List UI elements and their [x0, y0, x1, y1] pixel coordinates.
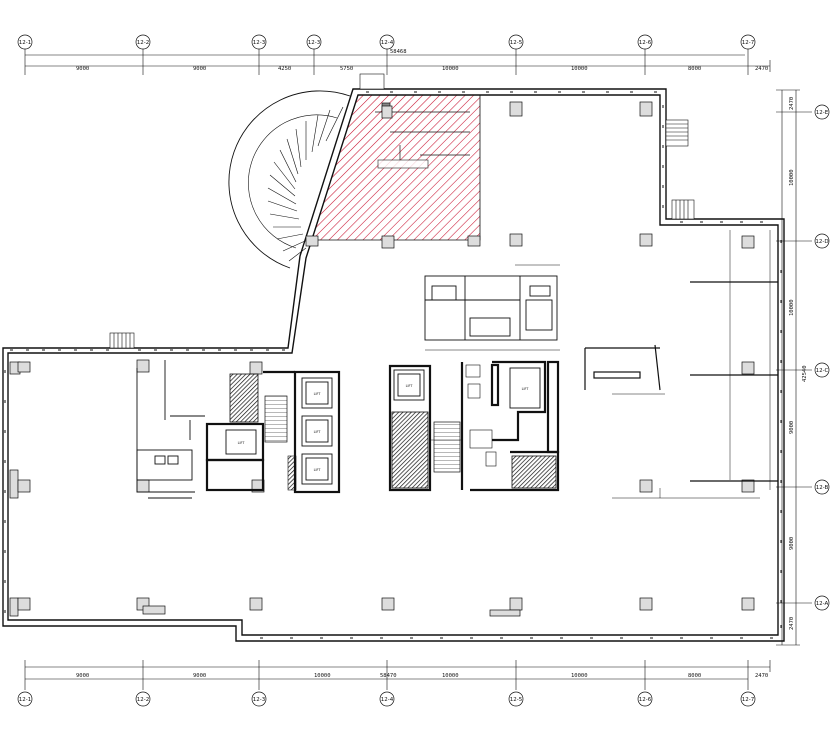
top-dim-4: 5750 — [340, 66, 353, 72]
bottom-axis-bubbles — [17, 691, 756, 707]
top-dim-5: 10000 — [442, 66, 459, 72]
central-core-walls — [388, 360, 560, 492]
bottom-dim-1: 9000 — [76, 673, 89, 679]
central-shaft-hatch-1 — [391, 411, 429, 489]
right-axis-labels: 12-E 12-D 12-C 12-B 12-A — [815, 110, 828, 607]
left-stair — [264, 395, 288, 443]
right-dimension-chain — [776, 89, 812, 646]
right-dim-3: 10000 — [789, 299, 795, 316]
window-ticks — [4, 91, 782, 639]
axis-top-5: 12-5 — [510, 40, 523, 46]
axis-top-1: 12-1 — [19, 40, 31, 46]
bottom-dim-3: 10000 — [314, 673, 331, 679]
exterior-steps — [109, 73, 695, 349]
central-lift-labels: LIFT LIFT — [406, 384, 530, 391]
axis-bottom-5: 12-5 — [510, 697, 523, 703]
bottom-dimension-chain — [24, 660, 771, 690]
bottom-dim-5: 10000 — [571, 673, 588, 679]
axis-bottom-6: 12-6 — [639, 697, 652, 703]
right-dim-2: 10000 — [789, 169, 795, 186]
curved-stair — [228, 90, 351, 269]
upper-middle-rooms — [424, 264, 560, 351]
bottom-dim-4: 10000 — [442, 673, 459, 679]
axis-right-a: 12-A — [816, 601, 829, 607]
axis-top-4: 12-4 — [381, 40, 394, 46]
top-axis-bubbles — [17, 34, 756, 50]
axis-right-d: 12-D — [815, 239, 828, 245]
right-dim-5: 9000 — [789, 537, 795, 550]
top-dim-8: 2470 — [755, 66, 768, 72]
outer-walls — [2, 88, 785, 642]
right-dimension-texts: 2470 10000 10000 42540 9000 9000 2470 — [789, 97, 808, 630]
lift-label-6: LIFT — [522, 387, 530, 391]
axis-bottom-4: 12-4 — [381, 697, 394, 703]
axis-top-3b: 12-3 — [308, 40, 321, 46]
lift-label-2: LIFT — [314, 430, 322, 434]
right-dim-6: 2470 — [789, 617, 795, 630]
central-shaft-hatch-2 — [511, 455, 557, 489]
top-dim-3: 4250 — [278, 66, 291, 72]
axis-right-e: 12-E — [816, 110, 829, 116]
axis-bottom-7: 12-7 — [742, 697, 755, 703]
axis-top-2: 12-2 — [137, 40, 149, 46]
right-axis-bubbles — [814, 104, 830, 611]
axis-top-7: 12-7 — [742, 40, 755, 46]
lift-label-5: LIFT — [406, 384, 414, 388]
total-dim-right: 42540 — [802, 365, 808, 382]
axis-top-6: 12-6 — [639, 40, 652, 46]
central-core-details — [430, 364, 497, 467]
columns — [9, 101, 755, 617]
left-lifts — [225, 377, 333, 485]
axis-right-c: 12-C — [816, 368, 829, 374]
total-dim-top: 58468 — [390, 49, 407, 55]
lift-label-4: LIFT — [238, 441, 246, 445]
top-dim-1: 9000 — [76, 66, 89, 72]
top-dim-2: 9000 — [193, 66, 206, 72]
bottom-dim-2: 9000 — [193, 673, 206, 679]
axis-top-3: 12-3 — [253, 40, 266, 46]
bottom-dimension-texts: 58470 9000 9000 10000 10000 10000 8000 2… — [76, 673, 768, 679]
top-dimension-chain — [24, 48, 771, 75]
right-dim-1: 2470 — [789, 97, 795, 110]
left-shaft-hatch-2 — [287, 455, 297, 491]
central-lifts — [393, 367, 541, 409]
bottom-dim-6: 8000 — [688, 673, 701, 679]
axis-bottom-2: 12-2 — [137, 697, 149, 703]
axis-right-b: 12-B — [816, 485, 829, 491]
right-partitions — [584, 230, 778, 499]
top-dim-6: 10000 — [571, 66, 588, 72]
top-axis-labels: 12-1 12-2 12-3 12-3 12-4 12-5 12-6 12-7 — [19, 40, 755, 46]
left-core-walls — [205, 370, 341, 494]
axis-bottom-1: 12-1 — [19, 697, 31, 703]
right-dim-4: 9000 — [789, 421, 795, 434]
lift-label-3: LIFT — [314, 468, 322, 472]
left-service-core — [136, 360, 205, 499]
central-stair — [433, 421, 461, 473]
left-shaft-hatch-1 — [229, 373, 259, 423]
lift-label-1: LIFT — [314, 392, 322, 396]
bottom-dim-7: 2470 — [755, 673, 768, 679]
top-dim-7: 8000 — [688, 66, 701, 72]
axis-bottom-3: 12-3 — [253, 697, 266, 703]
bottom-axis-labels: 12-1 12-2 12-3 12-4 12-5 12-6 12-7 — [19, 697, 755, 703]
top-dimension-texts: 58468 9000 9000 4250 5750 10000 10000 80… — [76, 49, 768, 72]
total-dim-bottom: 58470 — [380, 673, 397, 679]
left-lift-labels: LIFT LIFT LIFT LIFT — [238, 392, 322, 472]
